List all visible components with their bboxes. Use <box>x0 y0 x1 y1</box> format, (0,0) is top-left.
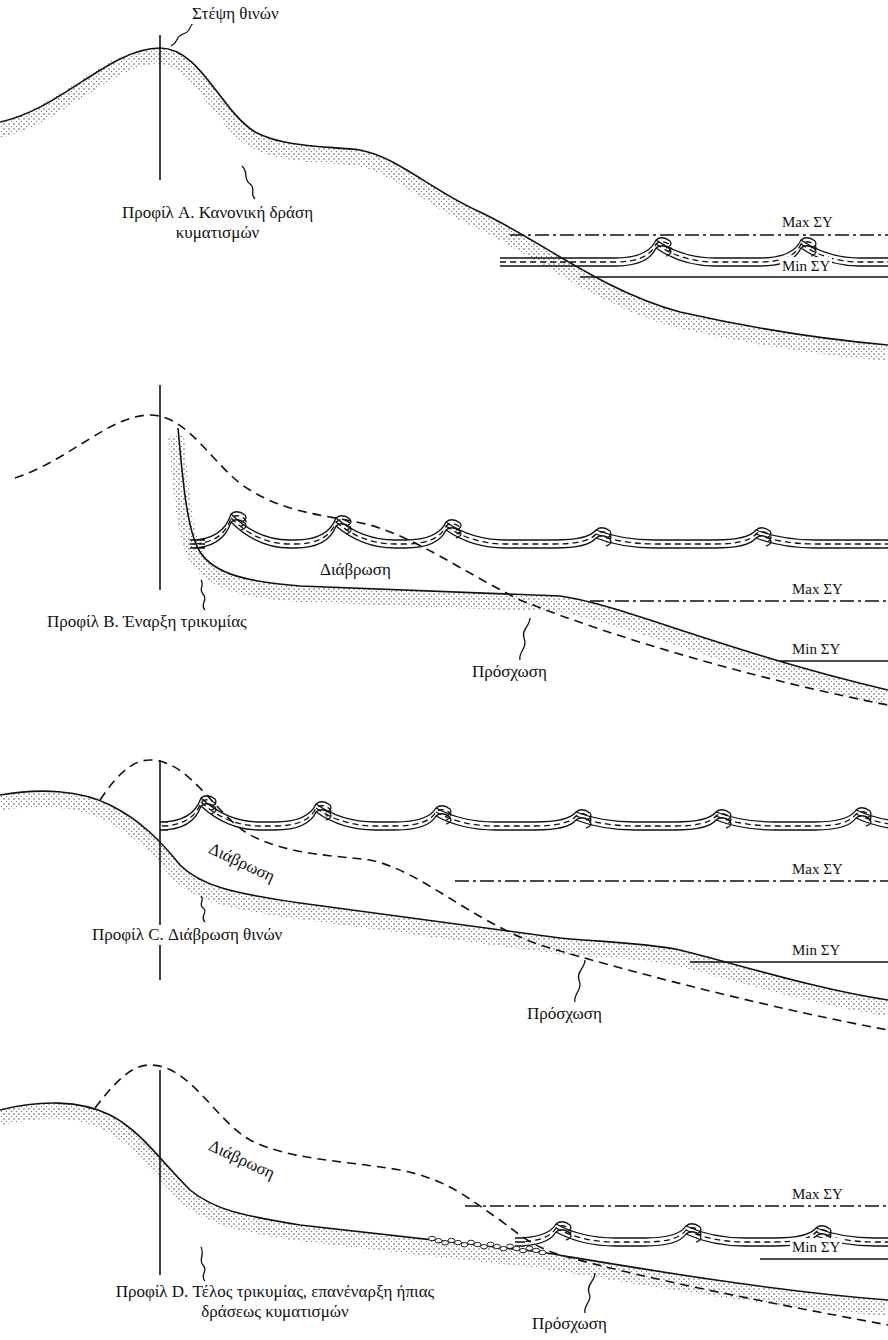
previous-profile <box>15 415 888 705</box>
pebble <box>507 1244 514 1248</box>
max-sea-level <box>465 1205 888 1206</box>
pebble <box>520 1248 527 1252</box>
sand-stipple <box>0 1111 886 1308</box>
leader-line <box>575 960 585 1002</box>
reference-line <box>159 1070 161 1275</box>
zone-label: Πρόσχωση <box>525 1004 604 1024</box>
leader-line <box>585 1273 595 1313</box>
pebble <box>526 1246 533 1250</box>
pebble <box>474 1242 481 1246</box>
pebble <box>500 1246 507 1250</box>
sand-stipple <box>0 799 886 1008</box>
callout-label: Στέψη θινών <box>190 4 281 24</box>
previous-profile <box>100 760 888 1030</box>
profile-caption: Προφίλ A. Κανονική δράση κυματισμών <box>88 203 347 244</box>
pebble <box>487 1242 494 1246</box>
sea-level-label: Max ΣΥ <box>780 213 835 231</box>
pebble <box>539 1250 546 1254</box>
wave-line <box>190 512 888 540</box>
pebble <box>513 1246 520 1250</box>
leader-line <box>201 896 205 922</box>
wave-line <box>160 804 888 830</box>
reference-line <box>159 760 161 980</box>
zone-label: Διάβρωση <box>203 838 279 888</box>
profile-caption: Προφίλ B. Έναρξη τρικυμίας <box>45 612 249 632</box>
sand-stipple <box>176 436 886 698</box>
leader-line <box>201 1247 205 1281</box>
sea-level-label: Min ΣΥ <box>780 257 832 275</box>
min-sea-level <box>690 961 888 962</box>
leader-line <box>520 618 530 660</box>
pebble <box>461 1243 468 1247</box>
min-sea-level <box>780 660 888 661</box>
sea-level-label: Max ΣΥ <box>790 860 845 878</box>
zone-label: Διάβρωση <box>318 560 393 580</box>
leader-line <box>171 22 195 46</box>
wave-line <box>190 520 888 548</box>
sea-level-label: Max ΣΥ <box>790 1185 845 1203</box>
wave-line <box>160 796 888 822</box>
zone-label: Διάβρωση <box>203 1135 279 1185</box>
sea-level-label: Min ΣΥ <box>790 1238 842 1256</box>
wave-line <box>190 516 888 544</box>
sea-level-label: Max ΣΥ <box>790 580 845 598</box>
sea-level-label: Min ΣΥ <box>790 640 842 658</box>
min-sea-level <box>580 276 888 277</box>
min-sea-level <box>760 1258 888 1259</box>
profile-caption: Προφίλ D. Τέλος τρικυμίας, επανέναρξη ήπ… <box>88 1282 462 1323</box>
pebble <box>481 1245 488 1249</box>
leader-line <box>201 580 205 610</box>
pebble <box>435 1238 442 1242</box>
max-sea-level <box>590 600 888 601</box>
pebble <box>455 1240 462 1244</box>
sand-surface <box>178 428 888 690</box>
pebble <box>448 1238 455 1242</box>
reference-line <box>159 385 161 590</box>
wave-line <box>500 238 888 258</box>
profile-caption: Προφίλ C. Διάβρωση θινών <box>90 925 284 945</box>
pebble <box>442 1241 449 1245</box>
sand-stipple <box>0 56 886 353</box>
zone-label: Πρόσχωση <box>470 662 549 682</box>
max-sea-level <box>455 880 888 881</box>
max-sea-level <box>510 234 888 235</box>
pebble <box>533 1248 540 1252</box>
zone-label: Πρόσχωση <box>530 1314 609 1334</box>
wave-line <box>160 800 888 826</box>
pebble <box>468 1240 475 1244</box>
sand-surface <box>0 791 888 1000</box>
pebble <box>429 1236 436 1240</box>
sea-level-label: Min ΣΥ <box>790 941 842 959</box>
pebble <box>494 1244 501 1248</box>
sand-surface <box>0 1103 888 1300</box>
leader-line <box>242 166 255 199</box>
reference-line <box>159 35 161 180</box>
sand-surface <box>0 48 888 345</box>
